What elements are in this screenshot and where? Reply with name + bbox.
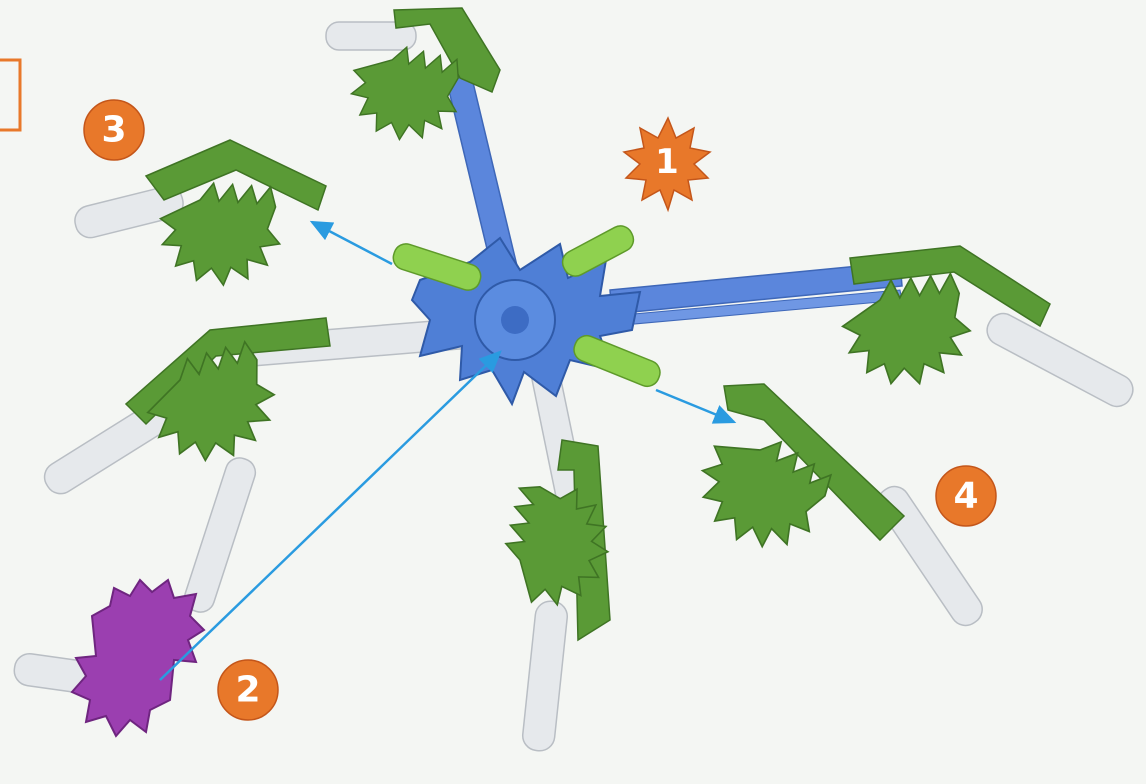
step-3-badge: 3 [84, 100, 144, 160]
step-3-label: 3 [101, 110, 126, 151]
step-2-label: 2 [235, 670, 260, 711]
step-4-badge: 4 [936, 466, 996, 526]
step-1-label: 1 [655, 142, 679, 182]
step-4-label: 4 [953, 476, 978, 517]
step-2-badge: 2 [218, 660, 278, 720]
